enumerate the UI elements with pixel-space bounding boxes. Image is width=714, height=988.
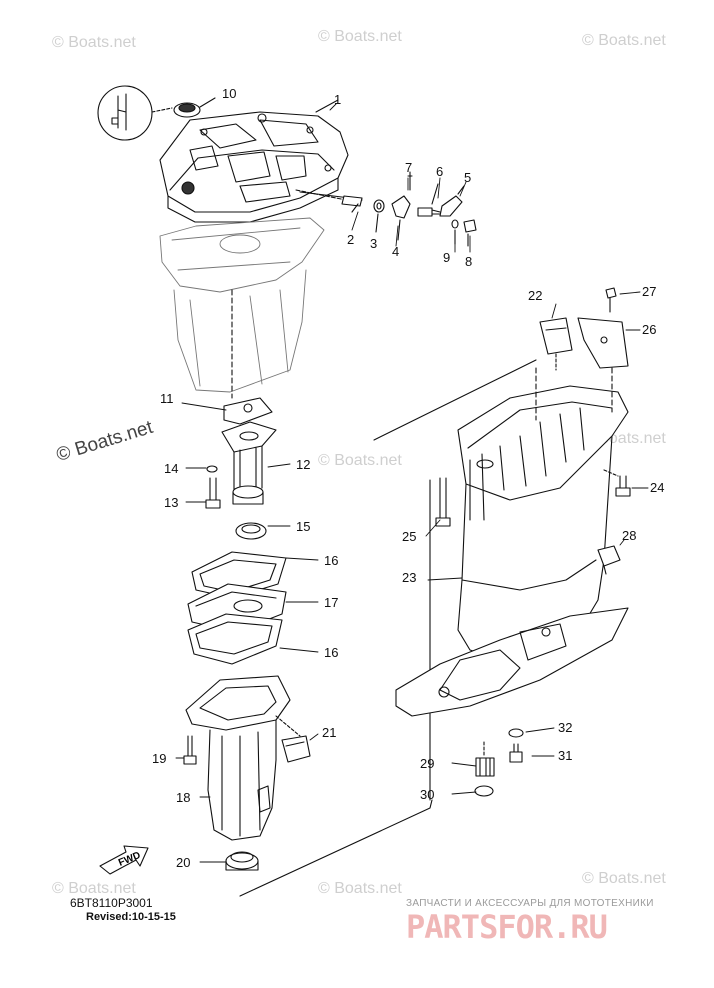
callout-32: 32 — [558, 720, 572, 735]
watermark-top-center: © Boats.net — [318, 28, 402, 45]
callout-7: 7 — [405, 160, 412, 175]
callout-10: 10 — [222, 86, 236, 101]
watermark-top-right: © Boats.net — [582, 32, 666, 49]
part-27-bolt — [605, 287, 617, 313]
callout-13: 13 — [164, 495, 178, 510]
part-28-grommet — [597, 545, 621, 575]
part-18-exhaust-guide — [185, 675, 291, 841]
promo-tagline: ЗАПЧАСТИ И АКСЕССУАРЫ ДЛЯ МОТОТЕХНИКИ — [406, 898, 654, 909]
callout-9: 9 — [443, 250, 450, 265]
callout-27: 27 — [642, 284, 656, 299]
callout-16-upper: 16 — [324, 553, 338, 568]
callout-22: 22 — [528, 288, 542, 303]
callout-18: 18 — [176, 790, 190, 805]
callout-8: 8 — [465, 254, 472, 269]
part-29-anode — [475, 741, 495, 777]
callout-2: 2 — [347, 232, 354, 247]
callout-31: 31 — [558, 748, 572, 763]
part-13-bolt — [205, 477, 221, 509]
callout-11: 11 — [160, 391, 174, 406]
part-2-shift-rod — [299, 191, 363, 213]
part-31-screw — [509, 743, 523, 763]
part-32-washer — [508, 728, 524, 738]
callout-29: 29 — [420, 756, 434, 771]
callout-28: 28 — [622, 528, 636, 543]
part-12-water-tube-holder — [221, 421, 277, 505]
part-10-grommet — [173, 97, 216, 118]
part-8-screw — [463, 219, 477, 247]
callout-4: 4 — [392, 244, 399, 259]
watermark-mid-center: © Boats.net — [318, 452, 402, 469]
part-24-bolt — [603, 469, 631, 497]
ghost-casing-outline — [159, 217, 325, 393]
callout-numbers: 1 2 3 4 5 6 7 8 9 10 11 12 13 14 15 16 1… — [117, 86, 664, 870]
watermark-top-left: © Boats.net — [52, 34, 136, 51]
partsfor-logo[interactable]: PARTSFOR.RU — [406, 908, 608, 946]
part-3-collar — [373, 199, 385, 233]
watermark-bottom-right: © Boats.net — [582, 870, 666, 887]
part-16-lower-gasket — [187, 613, 283, 665]
callout-23: 23 — [402, 570, 416, 585]
part-22-cover — [535, 317, 573, 421]
part-25-bolt — [435, 477, 451, 527]
callout-20: 20 — [176, 855, 190, 870]
callout-26: 26 — [642, 322, 656, 337]
reference-line-lower — [239, 799, 433, 897]
reference-line-upper — [373, 359, 537, 441]
callout-19: 19 — [152, 751, 166, 766]
part-20-seal — [225, 851, 259, 871]
callout-17: 17 — [324, 595, 338, 610]
fwd-arrow-icon — [99, 845, 149, 875]
part-1-upper-casing — [159, 99, 349, 223]
callout-21: 21 — [322, 725, 336, 740]
fwd-label: FWD — [117, 850, 142, 869]
revision-date: Revised:10-15-15 — [86, 911, 176, 923]
clamp-detail-inset — [97, 85, 173, 141]
callout-1: 1 — [334, 92, 341, 107]
callout-5: 5 — [464, 170, 471, 185]
callout-3: 3 — [370, 236, 377, 251]
callout-30: 30 — [420, 787, 434, 802]
part-11-gasket — [223, 397, 273, 425]
part-16-upper-gasket — [191, 551, 287, 599]
part-7-pin — [407, 171, 413, 191]
callout-6: 6 — [436, 164, 443, 179]
part-6-bolt — [417, 183, 441, 217]
part-14-washer — [206, 465, 218, 473]
diagram-code: 6BT8110P3001 — [70, 896, 153, 910]
part-4-lever — [391, 195, 411, 241]
callout-16-lower: 16 — [324, 645, 338, 660]
callout-14: 14 — [164, 461, 178, 476]
callout-12: 12 — [296, 457, 310, 472]
callout-25: 25 — [402, 529, 416, 544]
part-23-drive-shaft-housing — [395, 385, 629, 717]
part-26-plate — [577, 317, 629, 413]
callout-15: 15 — [296, 519, 310, 534]
callout-24: 24 — [650, 480, 664, 495]
leader-lines — [175, 103, 649, 863]
part-5-bracket — [439, 185, 465, 217]
watermark-bottom-center: © Boats.net — [318, 880, 402, 897]
part-30-ring — [474, 785, 494, 797]
part-19-bolt — [183, 735, 197, 765]
watermark-bottom-left: © Boats.net — [52, 880, 136, 897]
part-21-grommet — [275, 715, 311, 763]
part-15-seal — [235, 522, 267, 540]
